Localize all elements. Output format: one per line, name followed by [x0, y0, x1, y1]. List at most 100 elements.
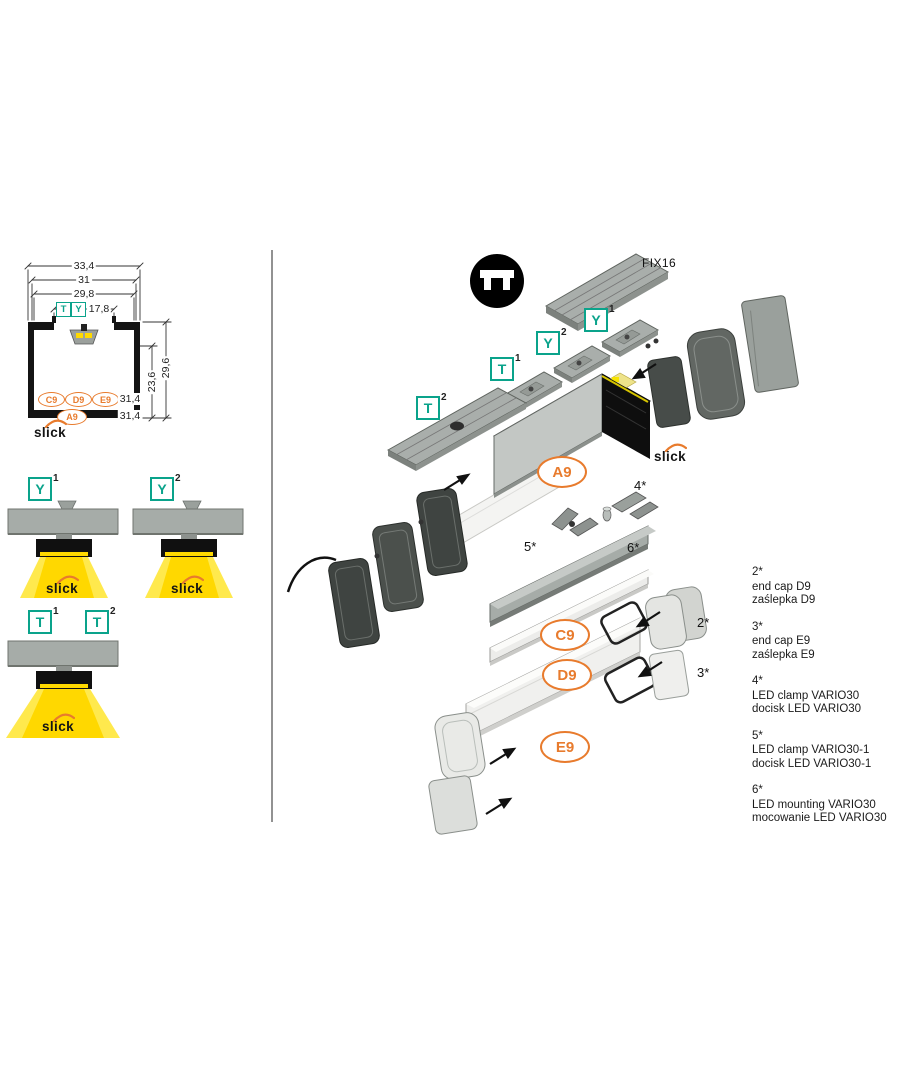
section-tag-t-label: T	[56, 302, 71, 317]
section-tag-y-label: Y	[71, 302, 86, 317]
legend-ref: 6*	[752, 784, 763, 796]
brand-text: slick	[171, 581, 204, 596]
brand-logo-y2: slick	[171, 575, 217, 596]
brand-logo-section: slick	[34, 419, 80, 440]
legend-text-en: end cap E9	[752, 635, 811, 647]
brand-text: slick	[654, 449, 687, 464]
figure-tag-y1-sup: 1	[53, 473, 59, 484]
brand-swoosh-icon	[45, 419, 67, 428]
ref-2: 2*	[697, 615, 710, 630]
legend-text-en: LED clamp VARIO30-1	[752, 744, 870, 756]
mount-type-icon	[470, 254, 524, 308]
brand-swoosh-icon	[665, 443, 687, 452]
exploded-oval-c9: C9	[540, 619, 590, 651]
exploded-tag-t1-sup: 1	[515, 353, 521, 364]
end-caps-right	[645, 295, 799, 428]
legend-text-en: LED mounting VARIO30	[752, 798, 876, 811]
figure-tag-y1: Y 1	[28, 473, 59, 501]
ref-4: 4*	[634, 478, 647, 493]
ref-3: 3*	[697, 665, 710, 680]
figure-tag-y2-sup: 2	[175, 473, 181, 484]
legend-ref: 5*	[752, 729, 763, 742]
dim-inner-width: 29,8	[71, 288, 97, 300]
section-oval-c9: C9	[38, 392, 65, 407]
figure-tag-t1-label: T	[28, 610, 52, 634]
brand-logo-exploded: slick	[654, 443, 700, 464]
dim-outer-height: 29,6	[160, 355, 172, 381]
exploded-tag-y2-sup: 2	[561, 327, 567, 338]
legend-ref: 3*	[752, 620, 763, 633]
legend-text-pl: mocowanie LED VARIO30	[752, 812, 887, 824]
legend-item: 4* LED clamp VARIO30 docisk LED VARIO30	[752, 675, 887, 717]
figure-tag-t2-label: T	[85, 610, 109, 634]
exploded-tag-t2: T 2	[416, 392, 447, 420]
fix16-label: FIX16	[642, 256, 677, 270]
figure-tag-t2: T 2	[85, 606, 116, 634]
exploded-tag-t2-sup: 2	[441, 392, 447, 403]
exploded-tag-y1-sup: 1	[609, 304, 615, 315]
dim-opening: 17,8	[86, 303, 112, 315]
brand-swoosh-icon	[57, 575, 79, 584]
section-tag-y: Y	[71, 302, 86, 317]
exploded-oval-a9: A9	[537, 456, 587, 488]
dim-inner-height: 23,6	[146, 369, 158, 395]
section-oval-e9: E9	[92, 392, 119, 407]
brand-logo-t: slick	[42, 713, 88, 734]
mounting-plate-t2	[386, 387, 528, 471]
end-caps-left	[328, 488, 468, 648]
exploded-oval-e9: E9	[540, 731, 590, 763]
figure-tag-y1-label: Y	[28, 477, 52, 501]
mounting-plate-y2	[552, 345, 612, 383]
brand-text: slick	[46, 581, 79, 596]
ref-5: 5*	[524, 539, 537, 554]
ref-6: 6*	[627, 540, 640, 555]
dim-diffuser-1: 31,4	[117, 393, 143, 405]
section-oval-d9: D9	[65, 392, 92, 407]
legend-text-en: end cap D9	[752, 580, 811, 593]
dim-outer-width: 33,4	[71, 260, 97, 272]
exploded-tag-y2-label: Y	[536, 331, 560, 355]
end-caps-bottom	[428, 712, 486, 835]
figure-tag-t1: T 1	[28, 606, 59, 634]
main-profile-body	[492, 372, 652, 498]
exploded-oval-d9: D9	[542, 659, 592, 691]
assembly-arrows	[443, 363, 663, 815]
legend-item: 5* LED clamp VARIO30-1 docisk LED VARIO3…	[752, 730, 887, 772]
brand-logo-y1: slick	[46, 575, 92, 596]
legend-text-pl: docisk LED VARIO30-1	[752, 757, 872, 770]
figure-t-art	[6, 640, 120, 738]
legend-ref: 2*	[752, 566, 763, 578]
legend-text-pl: zaślepka E9	[752, 648, 815, 661]
mounting-plate-y1	[600, 319, 660, 357]
exploded-tag-y1: Y 1	[584, 304, 615, 332]
legend-text-en: LED clamp VARIO30	[752, 689, 860, 702]
profile-cross-section	[28, 316, 140, 418]
dim-diffuser-2: 31,4	[117, 410, 143, 422]
figure-tag-t1-sup: 1	[53, 606, 59, 617]
end-cap-e9	[648, 649, 690, 701]
brand-swoosh-icon	[53, 713, 75, 722]
diffuser-c9	[489, 525, 656, 627]
brand-text: slick	[34, 425, 67, 440]
exploded-tag-t2-label: T	[416, 396, 440, 420]
suspension-cable	[286, 556, 337, 593]
figure-tag-y2: Y 2	[150, 473, 181, 501]
legend-item: 3* end cap E9 zaślepka E9	[752, 621, 887, 663]
exploded-tag-t1-label: T	[490, 357, 514, 381]
legend-text-pl: docisk LED VARIO30	[752, 703, 862, 715]
exploded-tag-t1: T 1	[490, 353, 521, 381]
section-tag-t: T	[56, 302, 71, 317]
brand-swoosh-icon	[182, 575, 204, 584]
legend-text-pl: zaślepka D9	[752, 594, 816, 606]
figure-tag-y2-label: Y	[150, 477, 174, 501]
end-caps-d9	[645, 586, 707, 650]
legend-ref: 4*	[752, 675, 763, 687]
exploded-tag-y2: Y 2	[536, 327, 567, 355]
brand-text: slick	[42, 719, 75, 734]
section-oval-a9: A9	[57, 409, 87, 425]
dim-mid-width: 31	[76, 274, 92, 286]
legend-item: 2* end cap D9 zaślepka D9	[752, 566, 887, 608]
figure-tag-t2-sup: 2	[110, 606, 116, 617]
